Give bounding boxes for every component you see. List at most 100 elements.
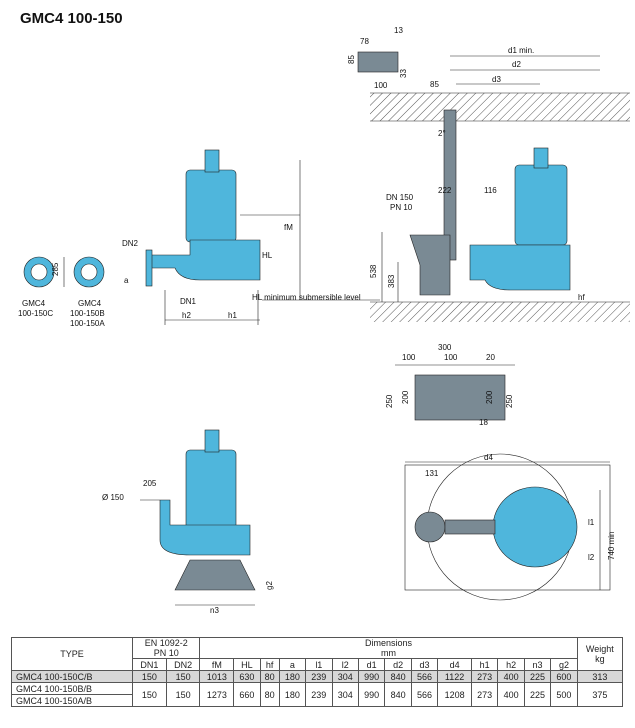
value-cell: 80 [259, 682, 280, 707]
value-cell: 180 [278, 682, 307, 707]
pump-dry-drawing [140, 429, 256, 606]
en-header-2: PN 10 [153, 648, 179, 658]
value-cell: 400 [497, 670, 525, 683]
value-cell: 566 [410, 670, 439, 683]
value-cell: 1208 [437, 682, 472, 707]
dim-250b: 250 [505, 394, 514, 408]
dim-angle: 2° [438, 129, 446, 138]
label-flange-b-2: 100-150B [70, 309, 105, 318]
dim-200a: 200 [401, 390, 410, 404]
column-header: g2 [550, 658, 578, 671]
value-cell: 150 [165, 670, 201, 683]
column-header: fM [199, 658, 235, 671]
dim-222: 222 [438, 186, 452, 195]
value-cell: 150 [131, 670, 167, 683]
drawing-labels: 285 GMC4 100-150C GMC4 100-150B 100-150A… [18, 26, 616, 615]
dim-d3: d3 [492, 75, 501, 84]
label-flange-b-1: GMC4 [78, 299, 102, 308]
value-cell: 990 [357, 682, 386, 707]
dim-205: 205 [143, 479, 157, 488]
value-cell: 1273 [199, 682, 235, 707]
column-header: DN2 [165, 658, 201, 671]
dim-g2: g2 [265, 581, 274, 590]
value-cell: 840 [384, 670, 412, 683]
dim-d2: d2 [512, 60, 521, 69]
value-cell: 500 [550, 682, 578, 707]
dim-20: 20 [486, 353, 495, 362]
label-flange-c-1: GMC4 [22, 299, 46, 308]
value-cell: 150 [131, 682, 167, 707]
type-cell: GMC4 100-150B/B [11, 682, 133, 695]
dim-dn1: DN1 [180, 297, 197, 306]
type-cell: GMC4 100-150A/B [11, 694, 133, 707]
column-header: h1 [470, 658, 499, 671]
dim-h1: h1 [228, 311, 237, 320]
column-header: HL [233, 658, 261, 671]
value-cell: 273 [470, 670, 499, 683]
value-cell: 225 [523, 682, 552, 707]
dim-a: a [124, 276, 129, 285]
dim-100: 100 [374, 81, 388, 90]
column-header: DN1 [131, 658, 167, 671]
type-header: TYPE [11, 637, 133, 671]
value-cell: 313 [576, 670, 624, 683]
dim-l2: l2 [588, 553, 595, 562]
dim-538: 538 [369, 264, 378, 278]
dim-100a: 100 [402, 353, 416, 362]
value-cell: 566 [410, 682, 439, 707]
value-cell: 80 [259, 670, 280, 683]
dim-dia150: Ø 150 [102, 493, 124, 502]
value-cell: 840 [384, 682, 412, 707]
dim-l1: l1 [588, 518, 595, 527]
dim-dn2: DN2 [122, 239, 139, 248]
column-header: hf [259, 658, 280, 671]
dim-13: 13 [394, 26, 403, 35]
dim-hl: HL [262, 251, 273, 260]
dim-116: 116 [484, 186, 497, 195]
column-header: h2 [497, 658, 525, 671]
column-header: d4 [437, 658, 472, 671]
value-cell: 990 [357, 670, 386, 683]
dim-200b: 200 [485, 390, 494, 404]
dim-fm: fM [284, 223, 293, 232]
dim-18: 18 [479, 418, 488, 427]
pump-front-drawing [145, 149, 380, 325]
dim-n3: n3 [210, 606, 219, 615]
page-title: GMC4 100-150 [20, 10, 123, 27]
flange-b-drawing [73, 256, 105, 288]
flange-c-drawing [23, 256, 55, 288]
dim-header-1: Dimensions [365, 638, 413, 648]
dim-285: 285 [51, 262, 60, 276]
value-cell: 1013 [199, 670, 235, 683]
dim-h2: h2 [182, 311, 191, 320]
value-cell: 630 [233, 670, 261, 683]
value-cell: 400 [497, 682, 525, 707]
hl-note: HL minimum submersible level [252, 293, 361, 302]
column-header: d1 [357, 658, 386, 671]
value-cell: 304 [331, 682, 359, 707]
label-flange-b-3: 100-150A [70, 319, 105, 328]
dim-d4: d4 [484, 453, 493, 462]
column-header: a [278, 658, 307, 671]
dim-300: 300 [438, 343, 452, 352]
value-cell: 600 [550, 670, 578, 683]
dim-85b: 85 [430, 80, 439, 89]
dim-250a: 250 [385, 394, 394, 408]
dim-d1: d1 min. [508, 46, 534, 55]
value-cell: 660 [233, 682, 261, 707]
column-header: l2 [331, 658, 359, 671]
dim-header-2: mm [381, 648, 397, 658]
column-header: l1 [305, 658, 333, 671]
value-cell: 375 [576, 682, 624, 707]
table-row: GMC4 100-150A/B [11, 694, 623, 707]
weight-header-1: Weight [585, 644, 614, 654]
dim-hf: hf [578, 293, 585, 302]
dim-85a: 85 [347, 55, 356, 64]
value-cell: 239 [305, 682, 333, 707]
column-header: d2 [384, 658, 412, 671]
